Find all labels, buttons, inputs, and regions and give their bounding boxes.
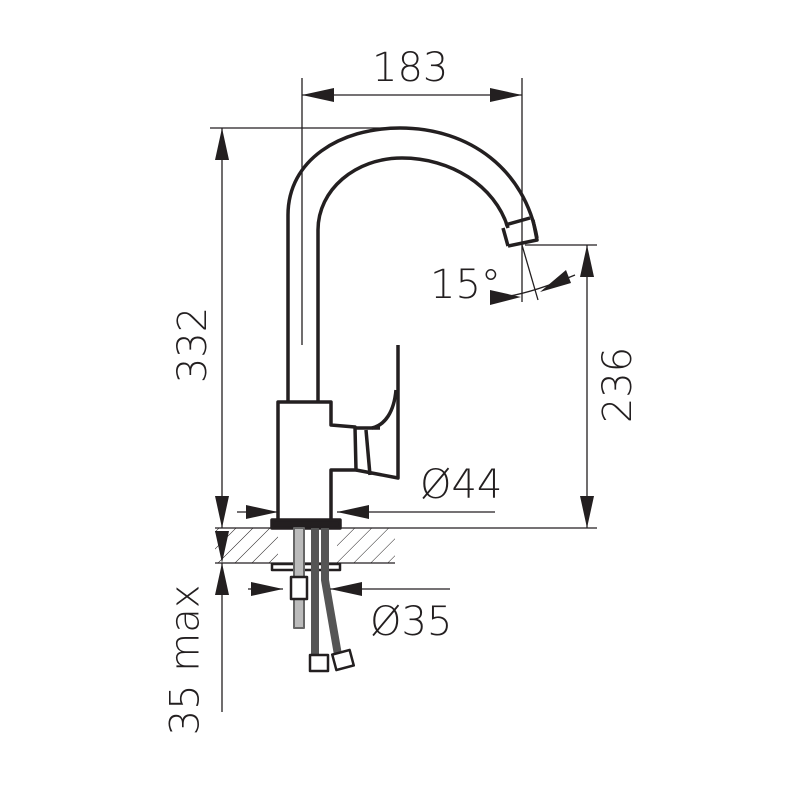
dimension-total-height: 332 xyxy=(170,306,217,384)
dimension-max-counter-thickness: 35 max xyxy=(162,584,209,736)
dimension-spout-reach: 183 xyxy=(372,45,449,91)
dimension-arrows xyxy=(215,88,594,596)
dimension-spout-angle: 15° xyxy=(430,262,501,308)
countertop-section xyxy=(215,527,597,564)
mounting-hardware xyxy=(289,527,356,673)
dimension-spout-height: 236 xyxy=(595,346,642,424)
dimension-body-diameter: Ø44 xyxy=(420,462,503,508)
dimension-mount-diameter: Ø35 xyxy=(370,599,453,645)
